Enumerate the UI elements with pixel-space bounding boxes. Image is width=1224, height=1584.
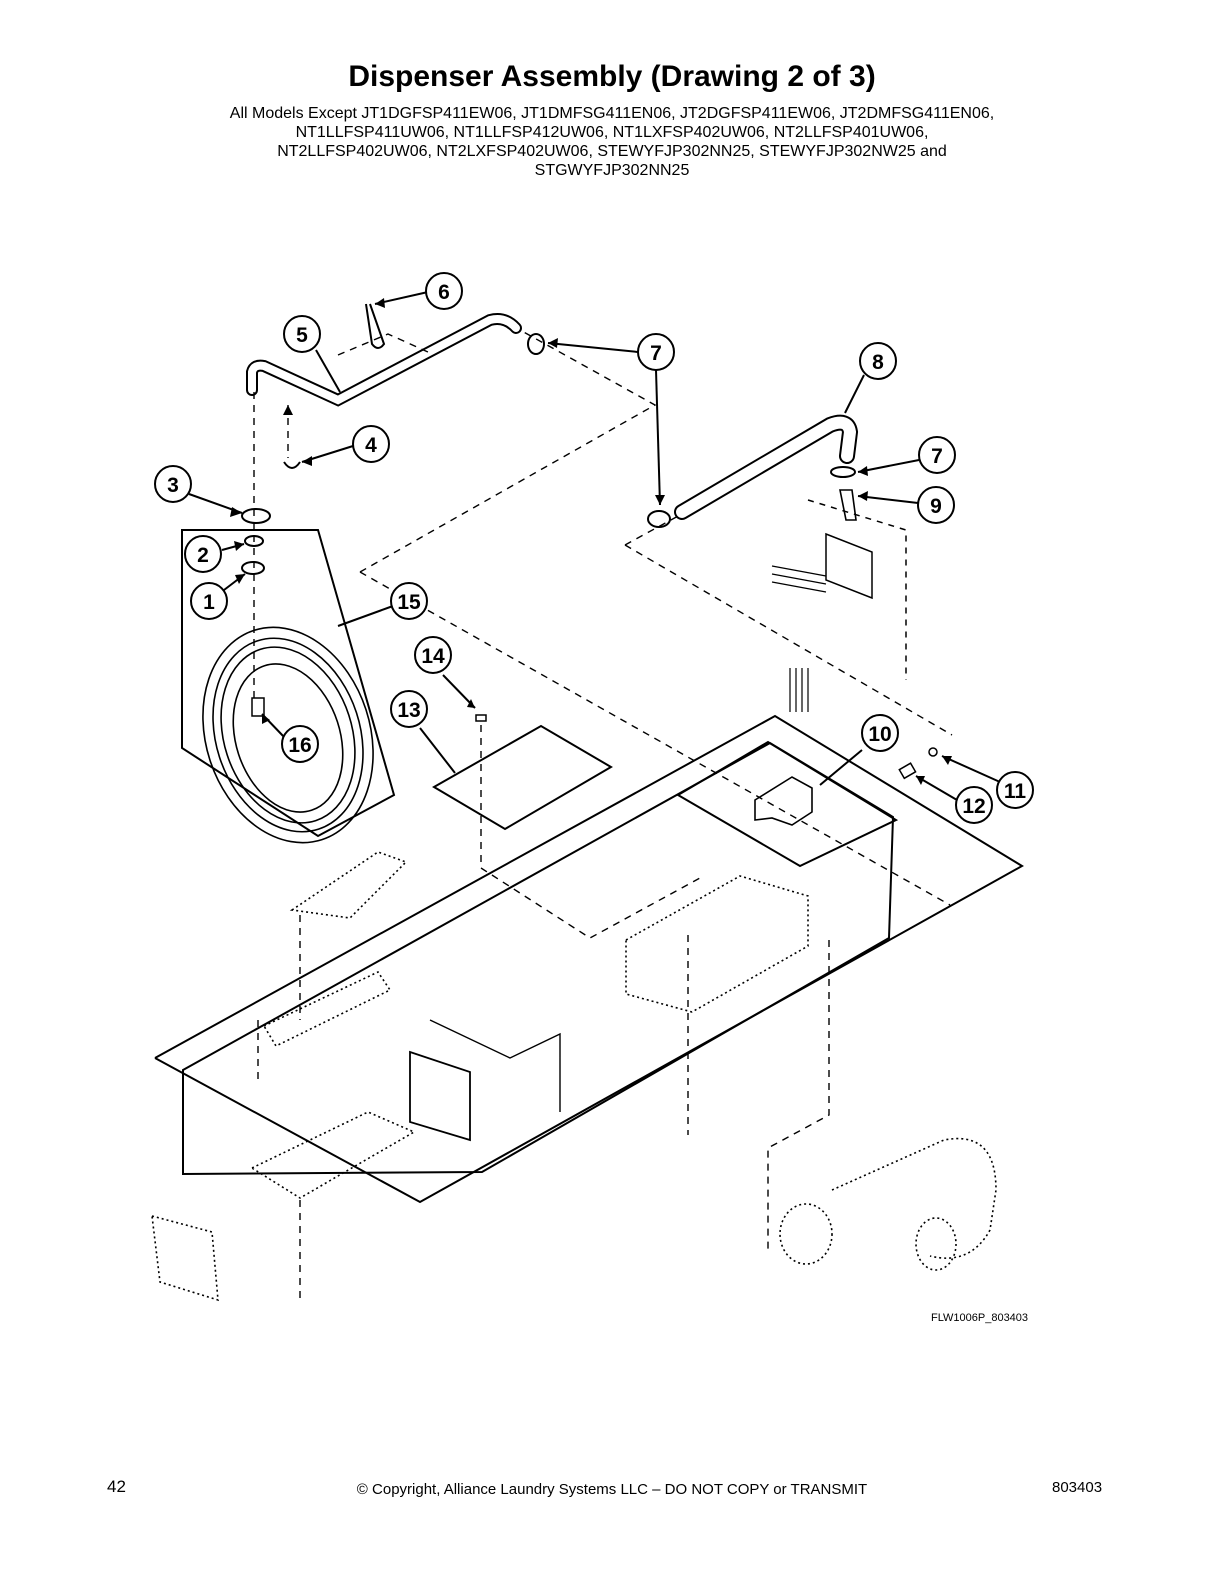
callout-12: 12 (955, 786, 993, 824)
svg-text:8: 8 (872, 351, 884, 374)
callout-1: 1 (190, 582, 228, 620)
callout-9: 9 (917, 486, 955, 524)
document-number: 803403 (1052, 1479, 1103, 1496)
drawer-handle (151, 1214, 219, 1302)
page-title: Dispenser Assembly (Drawing 2 of 3) (348, 60, 876, 93)
tub-section-outline (181, 529, 396, 838)
figure-code: FLW1006P_803403 (931, 1312, 1029, 1324)
svg-text:14: 14 (421, 645, 445, 668)
valve-plate-outline (676, 740, 899, 868)
assembly-line-valve (624, 544, 953, 736)
callout-7-right: 7 (918, 436, 956, 474)
callout-11: 11 (996, 771, 1034, 809)
callout-7-upper: 7 (637, 333, 675, 371)
leader-9 (857, 495, 919, 504)
assembly-line-hose8 (624, 514, 681, 546)
leader-7a (547, 342, 639, 353)
assembly-line-15b (359, 571, 951, 906)
elbow-9 (839, 489, 857, 521)
callout-16: 16 (281, 725, 319, 763)
leader-7b (655, 369, 661, 506)
clamp-7b (647, 510, 671, 528)
model-exclusion-list: All Models Except JT1DGFSP411EW06, JT1DM… (140, 104, 1084, 180)
clamp-7a (527, 333, 545, 355)
svg-text:2: 2 (197, 544, 209, 567)
subtitle-line-1: All Models Except JT1DGFSP411EW06, JT1DM… (229, 105, 995, 122)
copyright-notice: © Copyright, Alliance Laundry Systems LL… (356, 1481, 868, 1498)
tub-nozzle (251, 697, 265, 717)
clip-4 (283, 461, 301, 469)
flow-fitting-12 (898, 762, 917, 780)
leader-11 (941, 755, 1001, 783)
clip-6 (365, 303, 386, 349)
detergent-dispenser-top (289, 851, 408, 919)
tub-ring (202, 626, 374, 844)
cabinet-outline-outer (154, 714, 1024, 1204)
subtitle-line-2: NT1LLFSP411UW06, NT1LLFSP412UW06, NT1LXF… (295, 124, 929, 141)
dispenser-tray (262, 970, 392, 1048)
leader-10 (819, 749, 863, 786)
callout-13: 13 (390, 690, 428, 728)
leader-8 (844, 374, 865, 414)
bellows-flange (915, 1217, 957, 1271)
svg-text:13: 13 (397, 699, 420, 722)
svg-text:1: 1 (203, 591, 215, 614)
assembly-line-15 (359, 329, 657, 573)
clamp-7c (830, 466, 856, 478)
callout-4: 4 (352, 425, 390, 463)
assembly-line-right (767, 940, 830, 1254)
leader-13 (419, 727, 456, 774)
svg-text:4: 4 (365, 434, 377, 457)
cabinet-opening (409, 1050, 471, 1142)
subtitle-line-4: STGWYFJP302NN25 (534, 162, 690, 179)
leader-5 (315, 349, 341, 393)
valve-10 (754, 776, 813, 826)
bellows-ring (779, 1203, 833, 1265)
cabinet-panel (429, 1019, 561, 1112)
svg-text:9: 9 (930, 495, 942, 518)
callout-6: 6 (425, 272, 463, 310)
leader-15 (337, 605, 394, 627)
svg-text:3: 3 (167, 474, 179, 497)
svg-text:10: 10 (868, 723, 891, 746)
dispenser-drawer (250, 1111, 416, 1199)
washer-11 (928, 747, 938, 757)
callout-10: 10 (861, 714, 899, 752)
screw-14 (475, 714, 487, 722)
callout-5: 5 (283, 315, 321, 353)
callouts: 1 2 3 4 5 6 7 7 8 9 10 11 12 13 14 15 16 (154, 272, 1034, 824)
callout-3: 3 (154, 465, 192, 503)
rear-valve-body (825, 532, 873, 600)
callout-14: 14 (414, 636, 452, 674)
svg-text:16: 16 (288, 734, 311, 757)
washer-1 (241, 561, 265, 575)
clamp-3 (241, 508, 271, 524)
dispenser-housing (625, 875, 809, 1013)
svg-text:7: 7 (931, 445, 943, 468)
panel-13 (432, 724, 613, 831)
svg-text:15: 15 (397, 591, 421, 614)
leader-7c (857, 459, 920, 473)
callout-8: 8 (859, 342, 897, 380)
svg-text:5: 5 (296, 324, 308, 347)
subtitle-line-3: NT2LLFSP402UW06, NT2LXFSP402UW06, STEWYF… (277, 143, 947, 160)
page-number: 42 (107, 1477, 126, 1496)
rear-valve-bracket (807, 499, 907, 680)
bellows-hose (831, 1137, 997, 1259)
assembly-line-screw14 (480, 725, 701, 939)
svg-text:7: 7 (650, 342, 662, 365)
svg-text:6: 6 (438, 281, 450, 304)
callout-2: 2 (184, 535, 222, 573)
callout-15: 15 (390, 582, 428, 620)
valve-10-wires (789, 668, 809, 712)
assembly-line-6 (337, 333, 429, 356)
svg-text:11: 11 (1004, 780, 1027, 803)
svg-text:12: 12 (962, 795, 985, 818)
